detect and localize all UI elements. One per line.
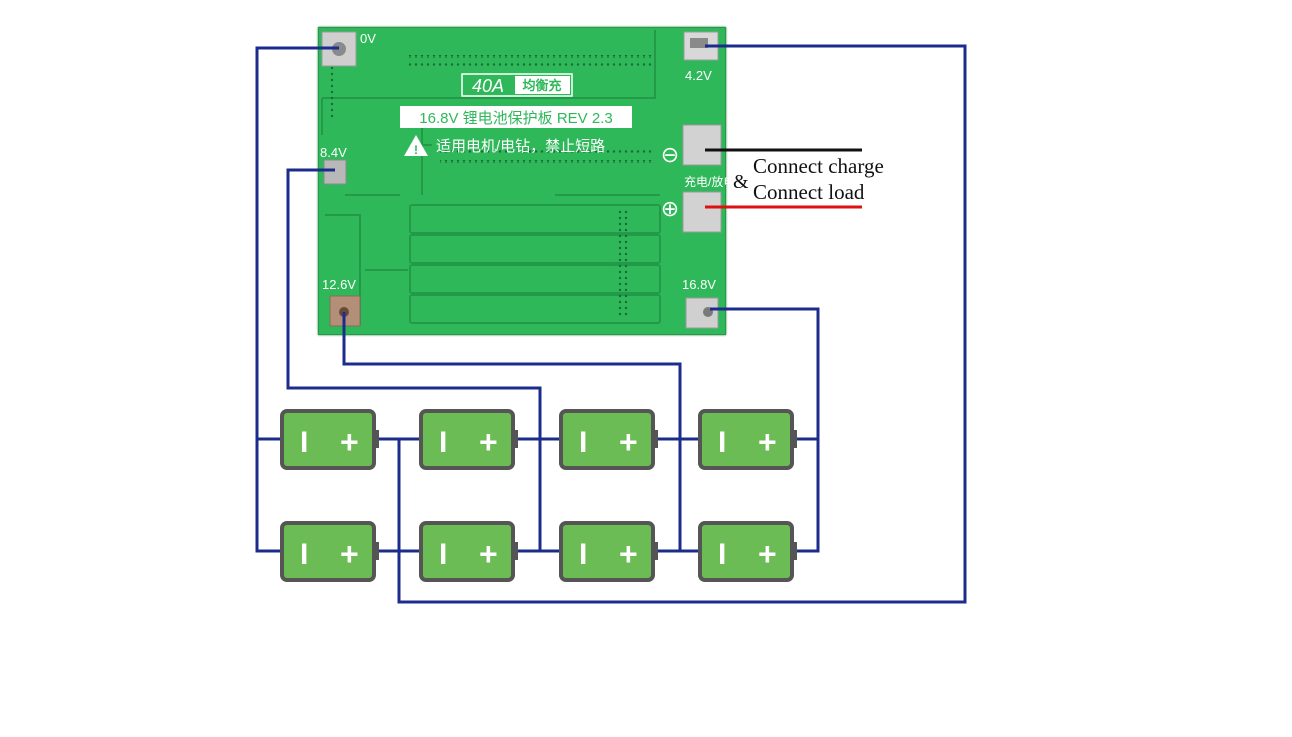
warning-icon	[404, 135, 428, 156]
wires	[255, 44, 967, 604]
battery-terminal-cap	[513, 430, 518, 448]
battery-plus-mark: +	[340, 536, 359, 572]
warning-text: 适用电机/电钻，禁止短路	[436, 138, 605, 155]
battery-plus-mark: +	[619, 536, 638, 572]
battery-minus-mark: I	[300, 426, 308, 459]
connection-annotation: & Connect charge Connect load	[733, 154, 884, 204]
battery-plus-mark: +	[479, 424, 498, 460]
via-rows	[330, 48, 655, 318]
annotation-line2: Connect load	[753, 180, 865, 204]
battery-cell-5: I+	[280, 521, 379, 582]
battery-plus-mark: +	[340, 424, 359, 460]
svg-text:!: !	[414, 143, 418, 157]
wire-8-4v	[286, 168, 562, 553]
label-16-8v: 16.8V	[682, 277, 716, 292]
battery-cell-1: I+	[280, 409, 379, 470]
label-12-6v: 12.6V	[322, 277, 356, 292]
battery-cell-body	[698, 409, 794, 470]
battery-cell-body	[559, 521, 655, 582]
rating-text: 40A	[472, 76, 504, 96]
label-8-4v: 8.4V	[320, 145, 347, 160]
battery-cell-body	[280, 409, 376, 470]
battery-minus-mark: I	[718, 538, 726, 571]
annotation-line1: Connect charge	[753, 154, 884, 178]
battery-cell-7: I+	[559, 521, 658, 582]
battery-cell-body	[419, 521, 515, 582]
wire-16-8v	[710, 307, 820, 553]
battery-terminal-cap	[513, 542, 518, 560]
pad-charge-positive	[682, 191, 722, 233]
battery-cell-body	[559, 409, 655, 470]
warning: ! 适用电机/电钻，禁止短路	[404, 135, 605, 157]
battery-minus-mark: I	[579, 538, 587, 571]
battery-cell-8: I+	[698, 521, 797, 582]
board-traces	[321, 30, 661, 325]
battery-terminal-cap	[653, 542, 658, 560]
battery-cell-3: I+	[559, 409, 658, 470]
wire-12-6v	[342, 312, 700, 553]
label-charge-discharge: 充电/放电	[684, 174, 735, 189]
pad-labels: 0V 4.2V 8.4V 12.6V 16.8V 充电/放电 ⊖ ⊕	[320, 31, 735, 292]
label-4-2v: 4.2V	[685, 68, 712, 83]
board-title-text: 16.8V 锂电池保护板 REV 2.3	[419, 109, 612, 127]
battery-plus-mark: +	[758, 536, 777, 572]
battery-plus-mark: +	[619, 424, 638, 460]
battery-cell-6: I+	[419, 521, 518, 582]
battery-plus-mark: +	[479, 536, 498, 572]
battery-terminal-cap	[792, 542, 797, 560]
battery-terminal-cap	[792, 430, 797, 448]
wire-0v	[255, 46, 339, 553]
battery-minus-mark: I	[718, 426, 726, 459]
battery-minus-mark: I	[439, 538, 447, 571]
rating-badge: 40A 均衡充	[461, 73, 573, 97]
pad-8-4v	[323, 159, 347, 185]
battery-terminal-cap	[374, 542, 379, 560]
battery-cell-4: I+	[698, 409, 797, 470]
battery-minus-mark: I	[439, 426, 447, 459]
label-0v: 0V	[360, 31, 376, 46]
battery-plus-mark: +	[758, 424, 777, 460]
battery-cells: I+I+I+I+I+I+I+I+	[280, 409, 797, 582]
battery-cell-body	[698, 521, 794, 582]
battery-cell-body	[419, 409, 515, 470]
battery-minus-mark: I	[579, 426, 587, 459]
battery-minus-mark: I	[300, 538, 308, 571]
battery-terminal-cap	[653, 430, 658, 448]
minus-symbol: ⊖	[661, 142, 679, 167]
annotation-ampersand: &	[733, 171, 749, 193]
board-title: 16.8V 锂电池保护板 REV 2.3	[400, 106, 632, 128]
pad-charge-negative	[682, 124, 722, 166]
charge-leads	[705, 148, 862, 209]
pad-16-8v	[685, 297, 719, 329]
battery-cell-2: I+	[419, 409, 518, 470]
battery-terminal-cap	[374, 430, 379, 448]
rating-tag: 均衡充	[522, 78, 561, 93]
solder-pads	[321, 31, 722, 329]
plus-symbol: ⊕	[661, 196, 679, 221]
wire-4-2v	[376, 44, 967, 604]
battery-cell-body	[280, 521, 376, 582]
